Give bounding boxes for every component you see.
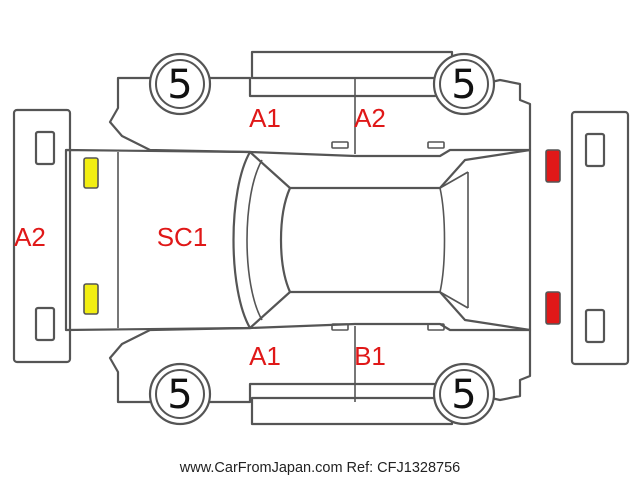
top-view-body (64, 148, 532, 332)
wheel-front-left: 5 (148, 52, 212, 116)
front-left-headlight (83, 157, 99, 189)
wheel-front-right-grade: 5 (167, 372, 192, 418)
wheel-rear-right: 5 (432, 362, 496, 426)
wheel-rear-left-grade: 5 (451, 62, 476, 108)
code-front-door-top: A1 (249, 103, 281, 133)
code-front-bumper: A2 (14, 222, 46, 252)
rear-left-taillight (545, 149, 561, 183)
wheel-rear-left: 5 (432, 52, 496, 116)
code-front-door-bottom: A1 (249, 341, 281, 371)
wheel-front-left-grade: 5 (167, 62, 192, 108)
code-rear-door-top: A2 (354, 103, 386, 133)
reference-footer: www.CarFromJapan.com Ref: CFJ1328756 (179, 460, 460, 476)
rear-right-taillight (545, 291, 561, 325)
wheel-front-right: 5 (148, 362, 212, 426)
code-roof: SC1 (157, 222, 208, 252)
front-bumper (12, 108, 72, 364)
wheel-rear-right-grade: 5 (451, 372, 476, 418)
rear-bumper (570, 110, 630, 366)
code-rear-door-bottom: B1 (354, 341, 386, 371)
front-right-headlight (83, 283, 99, 315)
